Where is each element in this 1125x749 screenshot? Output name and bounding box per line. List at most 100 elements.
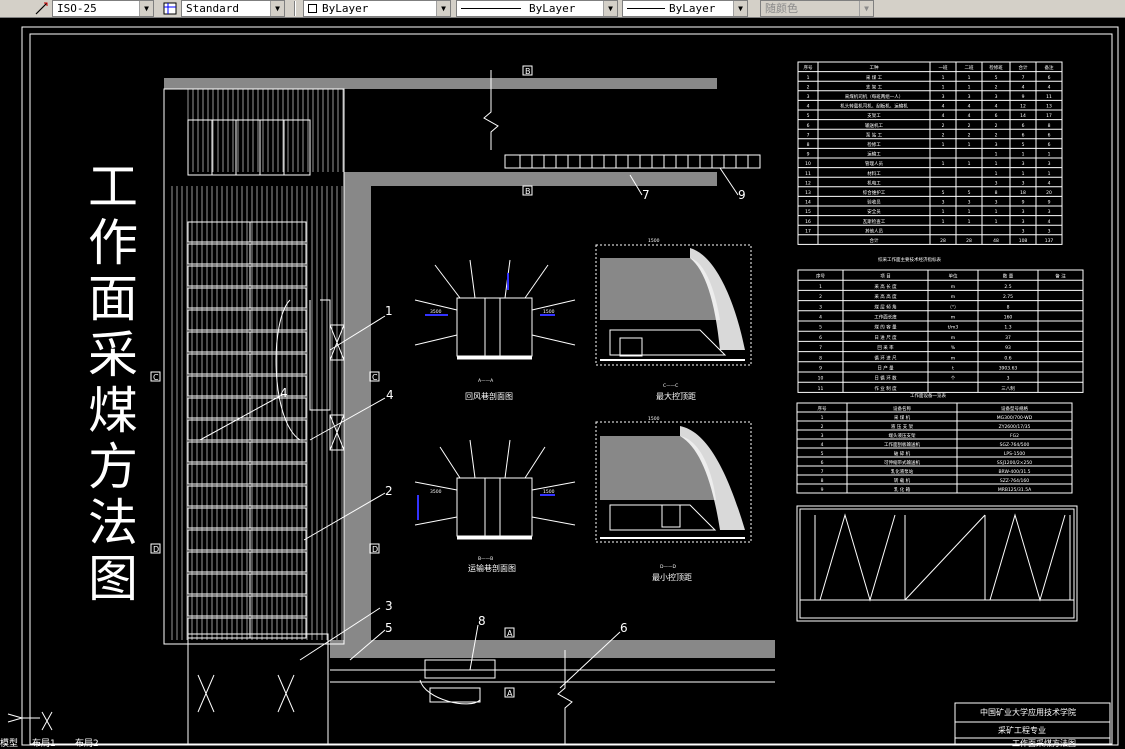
chevron-down-icon[interactable]: ▼ bbox=[859, 1, 873, 16]
chevron-down-icon[interactable]: ▼ bbox=[436, 1, 450, 16]
table-cell: 2 bbox=[821, 424, 824, 430]
table-cell: 4 bbox=[1022, 84, 1025, 90]
table-cell: 9 bbox=[1048, 200, 1051, 206]
table-cell: 3 bbox=[942, 94, 945, 100]
color-swatch-icon bbox=[308, 4, 317, 13]
table-cell: 18 bbox=[1020, 190, 1026, 196]
table-cell: 1 bbox=[1048, 152, 1051, 158]
linetype-select[interactable]: ByLayer ▼ bbox=[456, 0, 618, 17]
major-name: 采矿工程专业 bbox=[998, 725, 1046, 735]
table-cell: m bbox=[951, 285, 955, 290]
table-cell: 7 bbox=[807, 132, 810, 138]
drawing-canvas[interactable]: 1 2 3 4 4 5 6 7 8 9 B B C C D D A A 3500… bbox=[0, 18, 1125, 747]
belt-conveyor bbox=[504, 154, 761, 169]
table-cell: LPS-1500 bbox=[1004, 451, 1025, 457]
min-roof-caption: 最小控顶距 bbox=[652, 572, 692, 582]
max-roof-caption: 最大控顶距 bbox=[656, 391, 696, 401]
callout-9: 9 bbox=[738, 188, 746, 202]
tablestyle-select[interactable]: Standard ▼ bbox=[181, 0, 285, 17]
table-cell: 12 bbox=[805, 180, 811, 186]
school-name: 中国矿业大学应用技术学院 bbox=[980, 707, 1076, 717]
table-cell: 采 煤 工 bbox=[866, 74, 883, 81]
break-line bbox=[483, 70, 499, 150]
table-cell: 137 bbox=[1045, 238, 1054, 244]
dimension-style-icon[interactable] bbox=[34, 1, 50, 16]
section-mark-d1: D bbox=[153, 545, 159, 554]
shearer-outline bbox=[309, 299, 331, 411]
table-cell: 输送机工 bbox=[865, 122, 883, 129]
title-block: 中国矿业大学应用技术学院 采矿工程专业 工作面采煤方法图 bbox=[954, 702, 1111, 747]
table-cell: m bbox=[951, 295, 955, 300]
max-roof-section: 1500 C——C 最大控顶距 bbox=[595, 238, 752, 401]
tab-layout1[interactable]: 布局1 bbox=[32, 739, 56, 749]
table-cell: 16 bbox=[805, 219, 811, 225]
table-cell: 支架工 bbox=[867, 112, 881, 119]
section-mark-c1: C bbox=[153, 373, 159, 382]
chevron-down-icon[interactable]: ▼ bbox=[733, 1, 747, 16]
table-cell: 6 bbox=[995, 113, 998, 119]
table-cell: 4 bbox=[819, 314, 822, 320]
drawing-name: 工作面采煤方法图 bbox=[1012, 738, 1076, 747]
table-cell: 2 bbox=[807, 84, 810, 90]
table-cell: 作 业 制 度 bbox=[874, 385, 897, 392]
table-cell: 数 量 bbox=[1003, 273, 1014, 280]
table-cell: 3 bbox=[821, 433, 824, 439]
hydraulic-supports bbox=[187, 119, 345, 745]
chevron-down-icon[interactable]: ▼ bbox=[603, 1, 617, 16]
return-section-caption: 回风巷剖面图 bbox=[465, 391, 513, 401]
section-mark-b1: B bbox=[525, 67, 531, 76]
table-cell: 循 环 进 尺 bbox=[874, 354, 897, 361]
table-cell: m bbox=[951, 315, 955, 320]
table-cell: 2 bbox=[995, 123, 998, 129]
table-cell: 17 bbox=[1046, 113, 1052, 119]
color-select[interactable]: ByLayer ▼ bbox=[303, 0, 451, 17]
table-cell: 12 bbox=[1020, 104, 1026, 110]
table-cell: 9 bbox=[821, 487, 824, 493]
table-cell: 乳 化 箱 bbox=[894, 486, 911, 493]
dim-label: 3500 bbox=[430, 309, 442, 315]
table-cell: 14 bbox=[805, 200, 811, 206]
table-cell: 检修工 bbox=[867, 141, 881, 148]
table-style-icon[interactable] bbox=[162, 1, 178, 16]
tab-model[interactable]: 模型 bbox=[0, 739, 19, 749]
table-cell: 6 bbox=[819, 335, 822, 341]
chevron-down-icon[interactable]: ▼ bbox=[270, 1, 284, 16]
tab-layout2[interactable]: 布局2 bbox=[75, 739, 99, 749]
table-cell: 1 bbox=[819, 284, 822, 290]
table-cell: MG300/700-WD bbox=[997, 415, 1033, 421]
table-cell: MRB125/31.5A bbox=[998, 487, 1032, 493]
table-cell: 日 进 尺 度 bbox=[874, 334, 897, 341]
transport-section-caption: 运输巷剖面图 bbox=[468, 563, 516, 573]
table-cell: 检修班 bbox=[989, 64, 1003, 71]
transfer-machine bbox=[330, 659, 775, 705]
table-cell: 3 bbox=[1022, 219, 1025, 225]
table-cell: 3 bbox=[1007, 376, 1010, 382]
table-cell: SZZ-764/160 bbox=[1000, 478, 1029, 484]
table-cell: 6 bbox=[1022, 132, 1025, 138]
lineweight-select[interactable]: ByLayer ▼ bbox=[622, 0, 748, 17]
callout-3: 3 bbox=[385, 599, 393, 613]
table-cell: 合计 bbox=[1019, 64, 1028, 71]
color-value: ByLayer bbox=[322, 2, 369, 15]
dimstyle-select[interactable]: ISO-25 ▼ bbox=[52, 0, 154, 17]
chevron-down-icon[interactable]: ▼ bbox=[139, 1, 153, 16]
plotstyle-select[interactable]: 随颜色 ▼ bbox=[760, 0, 874, 17]
table-cell: 1 bbox=[995, 161, 998, 167]
table-cell: 2.75 bbox=[1003, 294, 1013, 300]
table-cell: 一班 bbox=[939, 64, 948, 71]
plotstyle-value: 随颜色 bbox=[765, 2, 798, 15]
table-cell: 液 压 支 架 bbox=[891, 423, 914, 430]
table3-title: 工作面设备一览表 bbox=[910, 392, 946, 399]
table-cell: SGZ-764/500 bbox=[1000, 442, 1030, 448]
table-cell: 6 bbox=[1048, 142, 1051, 148]
dim-label: 3500 bbox=[430, 489, 442, 495]
dim-label: 1500 bbox=[543, 489, 555, 495]
table-cell: 28 bbox=[940, 238, 946, 244]
table-cell: 项 目 bbox=[880, 274, 890, 280]
table-cell: 3 bbox=[995, 142, 998, 148]
table-cell: （°） bbox=[947, 304, 958, 310]
dim-label: 1500 bbox=[648, 238, 660, 244]
table-cell: 3 bbox=[807, 94, 810, 100]
table-cell: 合计 bbox=[870, 237, 879, 244]
